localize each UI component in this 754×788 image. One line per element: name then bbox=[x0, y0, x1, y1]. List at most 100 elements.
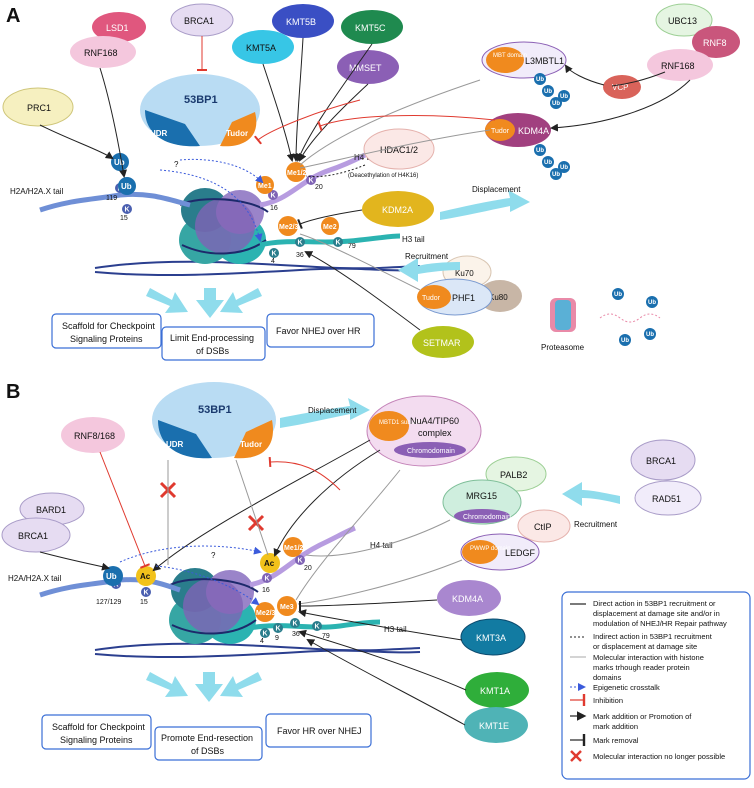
l3mbtl1-protein: MBT domain L3MBTL1 bbox=[481, 41, 567, 79]
me23-mark: Me2/3 bbox=[278, 216, 299, 236]
svg-text:Scaffold for Checkpoint: Scaffold for Checkpoint bbox=[52, 722, 145, 732]
svg-text:KDM4A: KDM4A bbox=[452, 594, 483, 604]
svg-text:Favor HR over NHEJ: Favor HR over NHEJ bbox=[277, 726, 362, 736]
h4-tail-label: H4 tail bbox=[354, 153, 377, 162]
ubc13-protein: UBC13 bbox=[655, 3, 713, 37]
svg-text:K: K bbox=[144, 590, 149, 597]
svg-text:UDR: UDR bbox=[166, 440, 184, 449]
svg-text:BRCA1: BRCA1 bbox=[18, 531, 48, 541]
svg-text:KMT3A: KMT3A bbox=[476, 633, 506, 643]
me2-mark: Me2 bbox=[321, 217, 339, 235]
svg-text:Me2: Me2 bbox=[323, 224, 337, 231]
outcome-box-hr-b: Favor HR over NHEJ bbox=[265, 713, 372, 748]
svg-text:KDM2A: KDM2A bbox=[382, 205, 413, 215]
svg-text:RNF8/168: RNF8/168 bbox=[74, 431, 115, 441]
kmt3a-protein: KMT3A bbox=[460, 618, 526, 656]
ac-mark-h2a-b: Ac bbox=[136, 566, 156, 586]
degraded-peptides: Ub Ub Ub Ub bbox=[599, 288, 661, 346]
ub-chain-kdm4a: Ub Ub Ub Ub bbox=[534, 144, 570, 180]
svg-text:BRCA1: BRCA1 bbox=[646, 456, 676, 466]
mmset-protein: MMSET bbox=[337, 50, 399, 84]
svg-text:4: 4 bbox=[271, 258, 275, 265]
svg-text:Inhibition: Inhibition bbox=[593, 696, 623, 705]
kmt5c-protein: KMT5C bbox=[341, 10, 403, 44]
svg-text:KMT5A: KMT5A bbox=[246, 43, 276, 53]
svg-text:Me1/2: Me1/2 bbox=[287, 170, 307, 177]
svg-text:KMT5C: KMT5C bbox=[355, 23, 386, 33]
svg-text:of DSBs: of DSBs bbox=[191, 746, 225, 756]
svg-text:Ac: Ac bbox=[140, 572, 151, 581]
h4-tail-label-b: H4 tail bbox=[370, 541, 393, 550]
lsd1-protein: LSD1 bbox=[92, 12, 146, 42]
svg-text:K: K bbox=[298, 558, 303, 565]
svg-text:BRCA1: BRCA1 bbox=[184, 16, 214, 26]
h2a-tail bbox=[39, 191, 191, 213]
svg-text:KMT5B: KMT5B bbox=[286, 17, 316, 27]
svg-text:Ub: Ub bbox=[560, 94, 568, 100]
svg-text:79: 79 bbox=[322, 633, 330, 640]
svg-text:NuA4/TIP60: NuA4/TIP60 bbox=[410, 416, 459, 426]
setmar-protein: SETMAR bbox=[412, 326, 474, 358]
svg-text:K: K bbox=[276, 626, 281, 633]
legend-text: Direct action in 53BP1 recruitment or di… bbox=[593, 599, 727, 761]
svg-text:HDAC1/2: HDAC1/2 bbox=[380, 145, 418, 155]
svg-text:Ub: Ub bbox=[552, 101, 560, 107]
svg-text:Me3: Me3 bbox=[280, 604, 294, 611]
svg-text:36: 36 bbox=[296, 252, 304, 259]
mrg15-protein: MRG15 Chromodomain bbox=[442, 479, 522, 525]
svg-text:MRG15: MRG15 bbox=[466, 491, 497, 501]
svg-text:K: K bbox=[336, 240, 341, 247]
rad51-protein: RAD51 bbox=[634, 480, 702, 516]
dna-strand-b bbox=[94, 642, 421, 659]
cyan-arrows-a bbox=[146, 190, 530, 318]
svg-text:Ub: Ub bbox=[536, 77, 544, 83]
svg-text:20: 20 bbox=[304, 565, 312, 572]
svg-text:complex: complex bbox=[418, 428, 452, 438]
legend: Direct action in 53BP1 recruitment or di… bbox=[561, 591, 751, 780]
svg-text:Ub: Ub bbox=[560, 165, 568, 171]
svg-text:or displacement at damage site: or displacement at damage site bbox=[593, 642, 697, 651]
svg-text:Me1/2: Me1/2 bbox=[284, 545, 304, 552]
svg-text:Promote End-resection: Promote End-resection bbox=[161, 733, 253, 743]
ub-chain-l3mbtl1: Ub Ub Ub Ub bbox=[534, 73, 570, 109]
nucleosome bbox=[179, 188, 269, 264]
svg-text:K: K bbox=[293, 621, 298, 628]
svg-text:119: 119 bbox=[106, 195, 117, 202]
svg-text:MBTD1 subunit: MBTD1 subunit bbox=[379, 420, 421, 426]
svg-text:mark addition: mark addition bbox=[593, 722, 638, 731]
hdac-note: (Deacethylation of H4K16) bbox=[348, 173, 418, 179]
svg-text:Me2/3: Me2/3 bbox=[256, 610, 276, 617]
svg-text:LEDGF: LEDGF bbox=[505, 548, 536, 558]
svg-text:displacement at damage site an: displacement at damage site and/or in bbox=[593, 609, 720, 618]
me12-mark-b: Me1/2 bbox=[283, 537, 304, 557]
crosstalk-question: ? bbox=[174, 160, 179, 169]
svg-text:16: 16 bbox=[262, 587, 270, 594]
svg-text:36: 36 bbox=[292, 631, 300, 638]
svg-text:Ub: Ub bbox=[536, 148, 544, 154]
svg-text:Ub: Ub bbox=[621, 338, 629, 344]
svg-text:VCP: VCP bbox=[612, 83, 628, 92]
outcome-box-limit-a: Limit End-processing of DSBs bbox=[161, 326, 266, 361]
svg-text:KDM4A: KDM4A bbox=[518, 126, 549, 136]
svg-text:SETMAR: SETMAR bbox=[423, 338, 461, 348]
svg-text:Tudor: Tudor bbox=[240, 440, 262, 449]
svg-text:Ub: Ub bbox=[544, 89, 552, 95]
svg-text:PALB2: PALB2 bbox=[500, 470, 527, 480]
ledgf-protein: PWWP domain LEDGF bbox=[460, 533, 540, 571]
svg-text:K: K bbox=[263, 631, 268, 638]
svg-text:Ub: Ub bbox=[544, 160, 552, 166]
rnf8-protein: RNF8 bbox=[692, 26, 740, 58]
outcome-box-nhej-a: Favor NHEJ over HR bbox=[266, 313, 375, 348]
svg-text:Ub: Ub bbox=[121, 182, 132, 191]
svg-text:RNF168: RNF168 bbox=[84, 48, 118, 58]
svg-text:PWWP domain: PWWP domain bbox=[470, 546, 511, 552]
kmt1a-protein: KMT1A bbox=[465, 672, 529, 708]
svg-text:K: K bbox=[125, 207, 130, 214]
me12-mark: Me1/2 bbox=[286, 162, 307, 182]
svg-text:Tudor: Tudor bbox=[226, 129, 248, 138]
svg-text:RNF168: RNF168 bbox=[661, 61, 695, 71]
svg-text:Molecular interaction with his: Molecular interaction with histone bbox=[593, 653, 704, 662]
me1-mark: Me1 bbox=[256, 176, 274, 194]
panel-a-label: A bbox=[6, 5, 20, 27]
